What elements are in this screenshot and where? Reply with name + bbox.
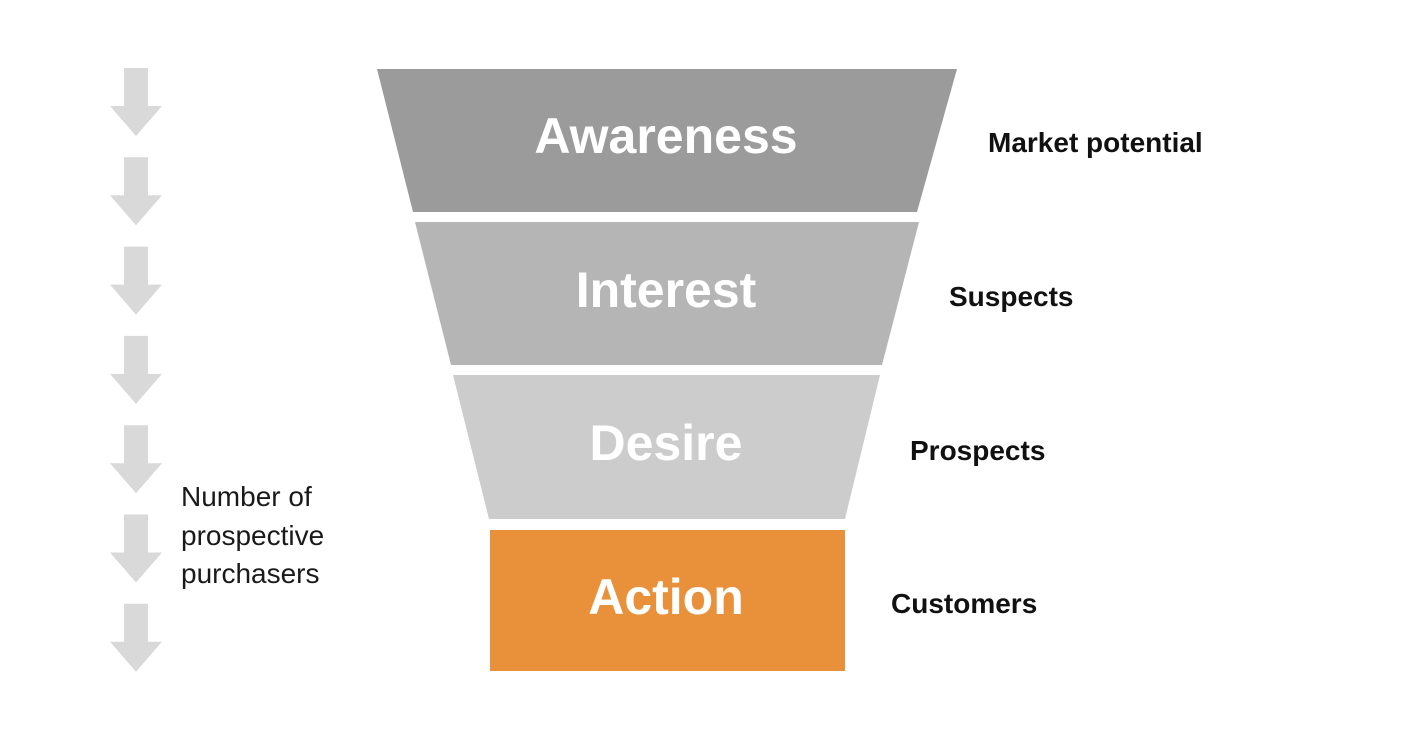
funnel-stage-desire — [453, 375, 880, 519]
stage-label-awareness: Awareness — [534, 108, 797, 164]
down-arrow-icon — [110, 157, 162, 226]
down-arrow-icon — [110, 335, 162, 404]
side-label-customers: Customers — [891, 588, 1037, 619]
side-label-suspects: Suspects — [949, 281, 1074, 312]
funnel-stage-awareness — [377, 69, 957, 212]
side-label-market-potential: Market potential — [988, 127, 1203, 158]
caption: Number of prospective purchasers — [181, 481, 332, 589]
stage-label-desire: Desire — [590, 415, 743, 471]
down-arrow-icon — [110, 514, 162, 583]
caption-line-2: prospective — [181, 520, 324, 551]
down-arrow-icon — [110, 246, 162, 315]
arrow-column — [110, 68, 162, 672]
down-arrow-icon — [110, 603, 162, 672]
funnel-stage-action — [490, 530, 845, 671]
stage-label-interest: Interest — [576, 262, 757, 318]
stage-label-action: Action — [588, 569, 744, 625]
down-arrow-icon — [110, 68, 162, 136]
caption-line-1: Number of — [181, 481, 312, 512]
down-arrow-icon — [110, 425, 162, 494]
caption-line-3: purchasers — [181, 558, 320, 589]
funnel-stage-interest — [415, 222, 919, 365]
side-label-prospects: Prospects — [910, 435, 1045, 466]
